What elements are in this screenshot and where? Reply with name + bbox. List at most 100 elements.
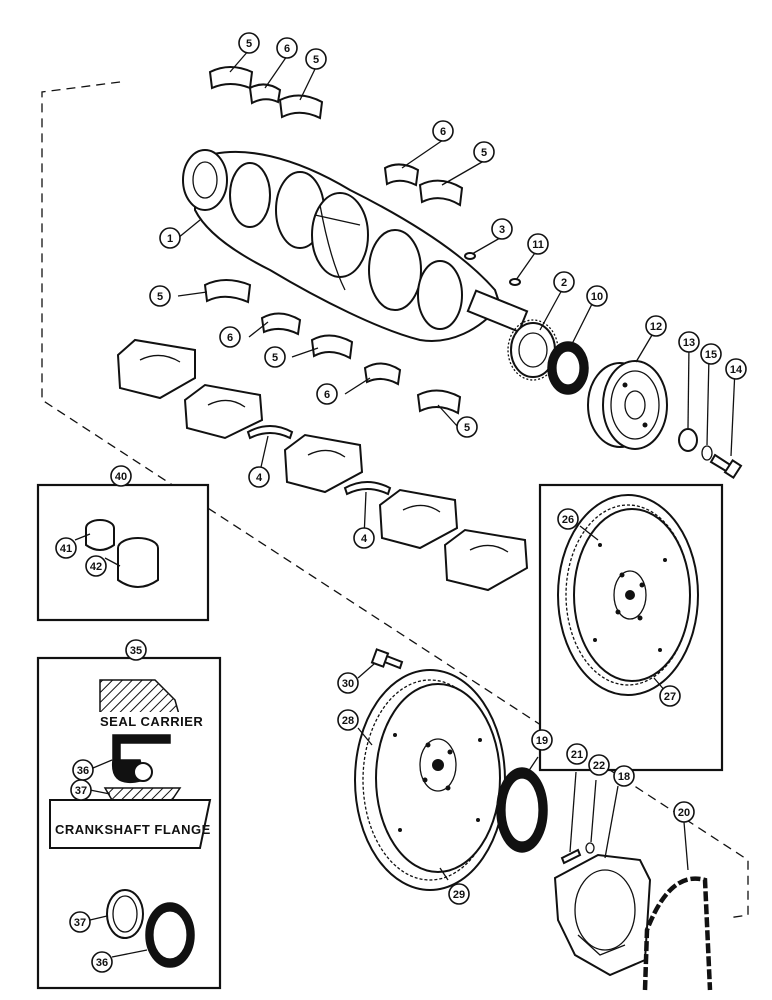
- main-bearing-cap-5: [443, 528, 529, 592]
- main-bearing-cap-4: [378, 488, 459, 550]
- svg-text:13: 13: [683, 337, 695, 349]
- svg-text:27: 27: [664, 691, 676, 703]
- carrier-washer: [585, 779, 597, 854]
- svg-text:37: 37: [75, 785, 87, 797]
- callout-41: 41: [55, 537, 77, 559]
- callout-21: 21: [566, 743, 588, 765]
- rear-seal-carrier: [553, 785, 652, 977]
- svg-text:29: 29: [453, 889, 465, 901]
- svg-text:5: 5: [481, 147, 487, 159]
- callout-3: 3: [491, 218, 513, 240]
- callout-37b: 37: [69, 911, 91, 933]
- svg-text:4: 4: [256, 472, 263, 484]
- callout-4a: 4: [248, 466, 270, 488]
- callout-42: 42: [85, 555, 107, 577]
- callout-29: 29: [448, 883, 470, 905]
- svg-text:6: 6: [440, 126, 446, 138]
- lock-washer: [701, 445, 713, 461]
- svg-text:22: 22: [593, 760, 605, 772]
- svg-text:6: 6: [324, 389, 330, 401]
- callout-27: 27: [659, 685, 681, 707]
- svg-text:28: 28: [342, 715, 354, 727]
- callout-5d: 5: [149, 285, 171, 307]
- svg-text:18: 18: [618, 771, 630, 783]
- main-bearing-cap-3: [283, 433, 364, 494]
- crankshaft: [182, 149, 529, 342]
- svg-text:11: 11: [532, 239, 544, 251]
- main-bearing-cap-2: [183, 383, 264, 440]
- svg-text:10: 10: [591, 291, 603, 303]
- crankshaft-flange-label: CRANKSHAFT FLANGE: [55, 822, 211, 837]
- svg-text:36: 36: [96, 957, 108, 969]
- bearing-shell-lower-2: [260, 312, 302, 336]
- woodruff-key-3: [464, 252, 476, 260]
- callout-36a: 36: [72, 759, 94, 781]
- svg-text:6: 6: [284, 43, 290, 55]
- svg-text:4: 4: [361, 533, 368, 545]
- svg-text:30: 30: [342, 678, 354, 690]
- svg-text:21: 21: [571, 749, 583, 761]
- callout-13: 13: [678, 331, 700, 353]
- callout-19: 19: [531, 729, 553, 751]
- thrust-washer-2: [343, 481, 392, 496]
- callout-37a: 37: [70, 779, 92, 801]
- bearing-shell-mid-6: [383, 163, 420, 187]
- callout-11: 11: [527, 233, 549, 255]
- callout-35: 35: [125, 639, 147, 661]
- svg-text:5: 5: [464, 422, 470, 434]
- assembly-dashed-outline: [41, 81, 749, 919]
- svg-text:2: 2: [561, 277, 567, 289]
- callout-5a: 5: [238, 32, 260, 54]
- callout-40: 40: [110, 465, 132, 487]
- leader-lines: [177, 49, 736, 539]
- svg-text:5: 5: [157, 291, 163, 303]
- pulley-bolt: [709, 453, 743, 479]
- callout-28: 28: [337, 709, 359, 731]
- carrier-bolt: [560, 771, 582, 865]
- rear-oil-seal: [496, 756, 548, 853]
- svg-text:42: 42: [90, 561, 102, 573]
- svg-text:14: 14: [730, 364, 743, 376]
- bearing-shell-top-2: [248, 83, 282, 105]
- svg-text:1: 1: [167, 233, 173, 245]
- callout-26: 26: [557, 508, 579, 530]
- callout-22: 22: [588, 754, 610, 776]
- svg-text:5: 5: [246, 38, 252, 50]
- sleeve-37: [106, 889, 144, 939]
- bearing-shell-lower-5: [416, 389, 462, 415]
- svg-text:35: 35: [130, 645, 142, 657]
- front-oil-seal: [547, 341, 589, 395]
- seal-lip-detail: [111, 734, 171, 784]
- callout-20: 20: [673, 801, 695, 823]
- inset-box-flywheel: [538, 483, 724, 772]
- bushing-41: [85, 519, 115, 551]
- svg-text:26: 26: [562, 514, 574, 526]
- callout-6c: 6: [219, 326, 241, 348]
- bearing-shell-lower-3: [310, 334, 354, 360]
- bearing-shell-lower-4: [363, 362, 402, 386]
- callout-6a: 6: [276, 37, 298, 59]
- bearing-shell-lower-1: [203, 279, 252, 304]
- callout-2: 2: [553, 271, 575, 293]
- svg-text:40: 40: [115, 471, 127, 483]
- svg-text:6: 6: [227, 332, 233, 344]
- main-bearing-cap-1: [116, 338, 196, 400]
- callout-4b: 4: [353, 527, 375, 549]
- thrust-washer-1: [246, 425, 294, 440]
- callout-6d: 6: [316, 383, 338, 405]
- seal-carrier-gasket: [642, 821, 713, 991]
- crankshaft-pulley: [587, 360, 668, 450]
- callout-18: 18: [613, 765, 635, 787]
- flywheel-alt: [557, 494, 699, 696]
- callout-14: 14: [725, 358, 747, 380]
- svg-text:19: 19: [536, 735, 548, 747]
- bushing-42: [117, 537, 159, 588]
- callout-1: 1: [159, 227, 181, 249]
- callout-30: 30: [337, 672, 359, 694]
- inset-box-seal-detail: SEAL CARRIER CRANKSHAFT FLANGE: [36, 656, 222, 990]
- svg-text:37: 37: [74, 917, 86, 929]
- pulley-washer: [678, 428, 698, 452]
- seal-carrier-label: SEAL CARRIER: [100, 714, 203, 729]
- svg-text:3: 3: [499, 224, 505, 236]
